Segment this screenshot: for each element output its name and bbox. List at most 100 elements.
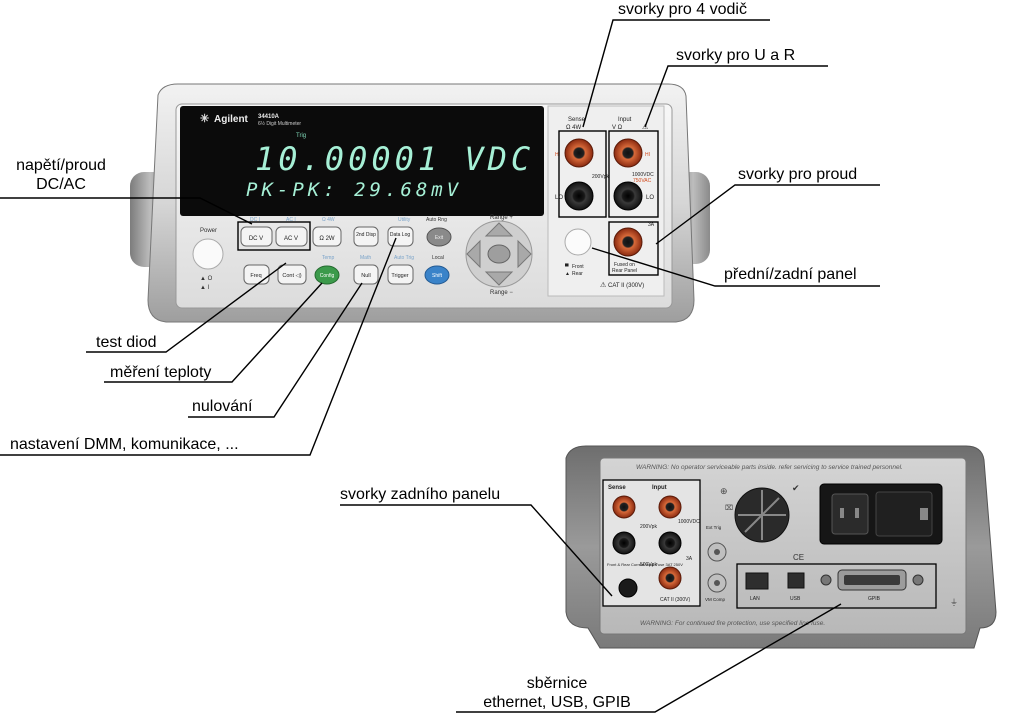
rear-label: Rear [572, 271, 583, 277]
ce-logo-icon: CE [793, 553, 804, 562]
usb-label: USB [790, 596, 801, 602]
label-diode: test diod [96, 334, 157, 351]
fuse-drawer[interactable] [875, 491, 933, 537]
trig-indicator: Trig [296, 133, 306, 139]
input-vdc-rating: 1000VDC [632, 172, 654, 178]
label-bus: sběrnice ethernet, USB, GPIB [454, 674, 660, 712]
power-button[interactable] [192, 238, 224, 270]
rear-warning-bottom: WARNING: For continued fire protection, … [640, 620, 825, 627]
label-front-rear: přední/zadní panel [724, 266, 857, 283]
vm-comp-bnc-pin [714, 580, 720, 586]
current-terminal-highlight [608, 221, 659, 276]
key-data-log[interactable]: Data Log [387, 226, 414, 247]
key-shift[interactable]: Shift [424, 265, 450, 285]
rear-1000v-label: 1000VDC [678, 519, 700, 525]
leader-utility [0, 237, 397, 456]
rear-fuse-text: Front & Rear Current Input Fuse 3AT 250V [607, 562, 683, 567]
nav-up-arrow-icon[interactable] [484, 222, 514, 237]
label-dc-ac-line2: DC/AC [36, 176, 86, 193]
ce-mark-icon: ⊕ [720, 486, 728, 496]
input-hi-jack[interactable] [613, 138, 643, 168]
gpib-label: GPIB [868, 596, 881, 602]
temp-shift-label: Temp [322, 255, 334, 261]
dci-shift-label: DC I [250, 217, 260, 223]
display-window [180, 106, 544, 216]
rear-sense-label: Sense [608, 485, 626, 491]
label-dc-ac-line1: napětí/proud [16, 157, 106, 174]
t-k-cont: Cont ◁) [282, 273, 301, 279]
rear-3a-label: 3A [686, 556, 693, 562]
label-rear-terminals: svorky zadního panelu [340, 486, 501, 503]
check-mark-icon: ✔ [792, 483, 800, 493]
key-null[interactable]: Null [353, 264, 379, 285]
input-lo-jack[interactable] [613, 181, 643, 211]
sense-lo-jack[interactable] [564, 181, 594, 211]
t-k-shift: Shift [432, 273, 443, 279]
label-bus-line1: sběrnice [526, 675, 588, 692]
fused-label: Fused on [614, 262, 635, 268]
rear-input-lo-jack[interactable] [658, 531, 682, 555]
utility-shift-label: Utility [398, 217, 411, 223]
aci-shift-label: AC I [286, 217, 296, 223]
rear-input-hi-jack[interactable] [658, 495, 682, 519]
key-2nd-disp[interactable]: 2nd Disp [353, 226, 379, 247]
t-k-o2w: Ω 2W [319, 236, 334, 242]
gpib-screw-right [912, 574, 924, 586]
rear-sense-lo-jack[interactable] [612, 531, 636, 555]
ext-trig-bnc-pin [714, 549, 720, 555]
lan-port[interactable] [745, 572, 769, 590]
ohm4w-shift-label: Ω 4W [322, 217, 335, 223]
key-acv[interactable]: AC V [275, 226, 308, 247]
t-k-dcv: DC V [249, 236, 263, 242]
key-exit[interactable]: Exit [426, 227, 452, 247]
input-label: Input [618, 117, 632, 123]
power-pin-2 [855, 508, 859, 518]
leader-temperature [104, 282, 323, 383]
leader-dc-ac [0, 197, 253, 225]
nav-right-arrow-icon[interactable] [517, 239, 532, 269]
front-indicator-icon: ▀ [565, 263, 569, 270]
label-dc-ac: napětí/proud DC/AC [6, 156, 116, 194]
label-temperature: měření teploty [110, 364, 212, 381]
power-pin-1 [840, 508, 844, 518]
agilent-star-icon: ✳ [200, 113, 209, 125]
rear-current-jack[interactable] [658, 566, 682, 590]
leader-null [188, 282, 363, 418]
usb-port[interactable] [787, 572, 805, 589]
rear-fuse-holder[interactable] [618, 578, 638, 598]
key-config[interactable]: Config [314, 265, 340, 285]
nav-keypad[interactable] [465, 220, 533, 288]
rear-sense-hi-jack[interactable] [612, 495, 636, 519]
leader-lines [0, 19, 880, 713]
nav-down-arrow-icon[interactable] [484, 271, 514, 286]
cat-rating-label: CAT II (300V) [608, 283, 644, 289]
leader-four-wire [582, 19, 770, 128]
label-current: svorky pro proud [738, 166, 858, 183]
range-plus-label: Range + [490, 215, 513, 221]
t-k-datalog: Data Log [390, 232, 411, 238]
ground-icon: ⏚ [950, 598, 958, 607]
display-secondary-reading: PK-PK: 29.68mV [246, 179, 462, 201]
current-input-jack[interactable] [613, 227, 643, 257]
rear-instrument: WARNING: No operator serviceable parts i… [565, 445, 997, 649]
gpib-screw-left [820, 574, 832, 586]
dc-ac-keys-highlight [237, 221, 311, 251]
bus-interfaces-highlight [736, 563, 937, 609]
nav-center-button[interactable] [487, 244, 511, 264]
key-freq[interactable]: Freq [243, 264, 270, 285]
t-k-null: Null [361, 273, 370, 279]
input-vac-rating: 750VAC [633, 178, 652, 184]
key-dcv[interactable]: DC V [240, 226, 273, 247]
key-continuity[interactable]: Cont ◁) [277, 264, 307, 285]
key-ohm2w[interactable]: Ω 2W [312, 226, 342, 247]
autorng-label: Auto Rng [426, 217, 447, 223]
iec-power-socket[interactable] [831, 493, 869, 535]
front-rear-switch[interactable] [564, 228, 592, 256]
sense-hi-jack[interactable] [564, 138, 594, 168]
input-hi-label: HI [645, 152, 650, 158]
t-k-freq: Freq [250, 273, 261, 279]
fuse-latch [920, 508, 928, 520]
key-trigger[interactable]: Trigger [387, 264, 414, 285]
nav-left-arrow-icon[interactable] [466, 239, 481, 269]
